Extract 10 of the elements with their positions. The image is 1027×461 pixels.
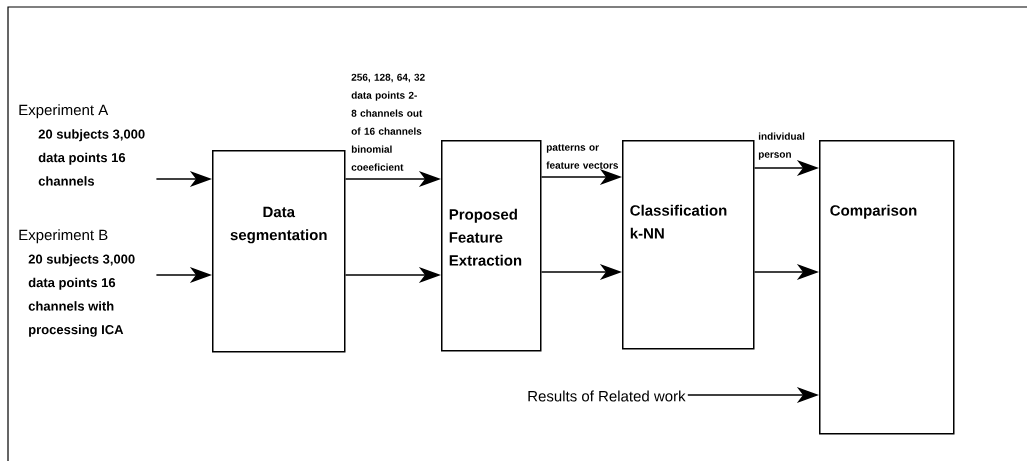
process-box: Classification k-NN [622,140,755,350]
edge-label: patterns or feature vectors [546,144,619,169]
edge-label: individual person [758,132,805,160]
edge-label: 256, 128, 64, 32 data points 2- 8 channels out of 16 channels binomial coeeficient [351,73,425,171]
process-box: Proposed Feature Extraction [441,140,542,352]
process-box: Comparison [819,140,955,435]
process-box: Data segmentation [212,150,346,353]
input-description: Experiment A 20 subjects 3,000 data points 16 channels [19,104,145,186]
input-description: Experiment B 20 subjects 3,000 data points 16 channels with processing ICA [19,229,135,337]
input-description: Results of Related work [528,390,686,402]
